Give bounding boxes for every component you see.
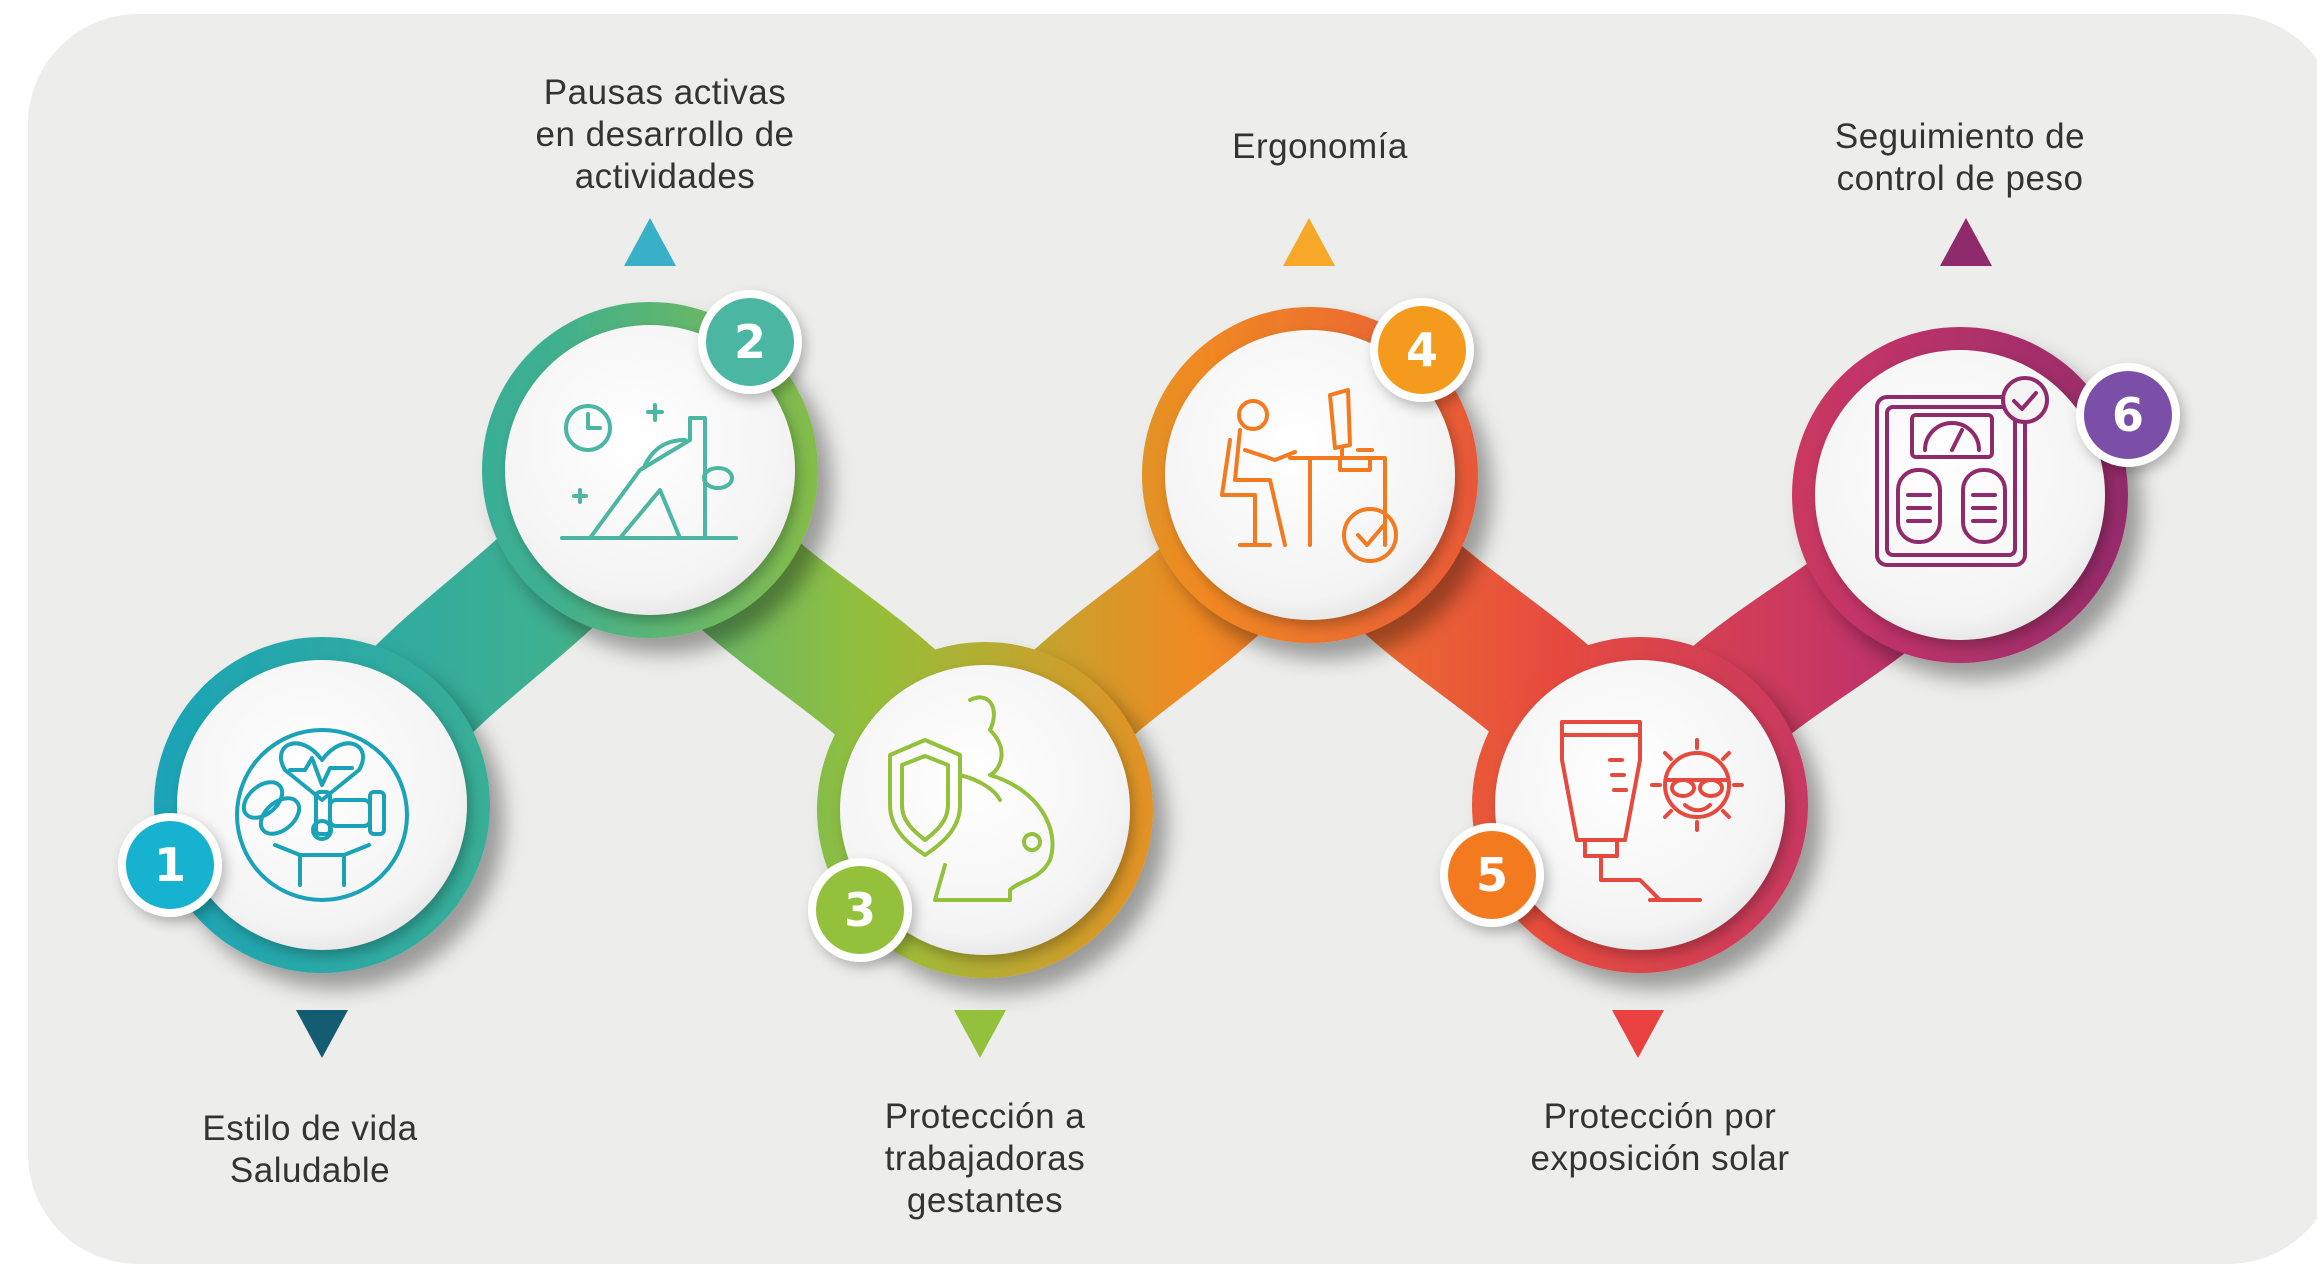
step-2-number: 2 xyxy=(734,315,766,369)
step-6-number: 6 xyxy=(2112,388,2144,442)
step-3-badge: 3 xyxy=(808,858,912,962)
step-3-pointer xyxy=(954,1010,1006,1058)
step-1-number: 1 xyxy=(154,838,186,892)
step-1-pointer xyxy=(296,1010,348,1058)
step-5-number: 5 xyxy=(1476,848,1508,902)
step-2-pointer xyxy=(624,218,676,266)
step-3-label: Protección a trabajadoras gestantes xyxy=(884,1097,1086,1220)
step-1-badge: 1 xyxy=(118,813,222,917)
pregnant-protection-icon xyxy=(888,695,1055,902)
step-2-label: Pausas activas en desarrollo de activida… xyxy=(535,73,795,196)
sunscreen-icon xyxy=(1560,720,1744,902)
weight-scale-icon xyxy=(1875,376,2049,567)
step-2-badge: 2 xyxy=(698,290,802,394)
step-5-badge: 5 xyxy=(1440,823,1544,927)
step-4-label: Ergonomía xyxy=(1232,127,1408,166)
ergonomic-desk-icon xyxy=(1220,388,1398,563)
stretching-pause-icon xyxy=(560,403,738,540)
step-6-badge: 6 xyxy=(2076,363,2180,467)
pointer-triangles xyxy=(296,218,1992,1058)
step-4-pointer xyxy=(1283,218,1335,266)
step-3-number: 3 xyxy=(844,883,876,937)
step-5-pointer xyxy=(1612,1010,1664,1058)
healthy-lifestyle-icon xyxy=(235,728,409,902)
step-1-label: Estilo de vida Saludable xyxy=(202,1109,418,1190)
step-4-number: 4 xyxy=(1406,323,1438,377)
step-6-label: Seguimiento de control de peso xyxy=(1834,117,2086,198)
step-6-pointer xyxy=(1940,218,1992,266)
step-5-label: Protección por exposición solar xyxy=(1530,1097,1790,1178)
step-badges: 1 2 3 4 5 6 xyxy=(118,290,2180,962)
step-4-badge: 4 xyxy=(1370,298,1474,402)
